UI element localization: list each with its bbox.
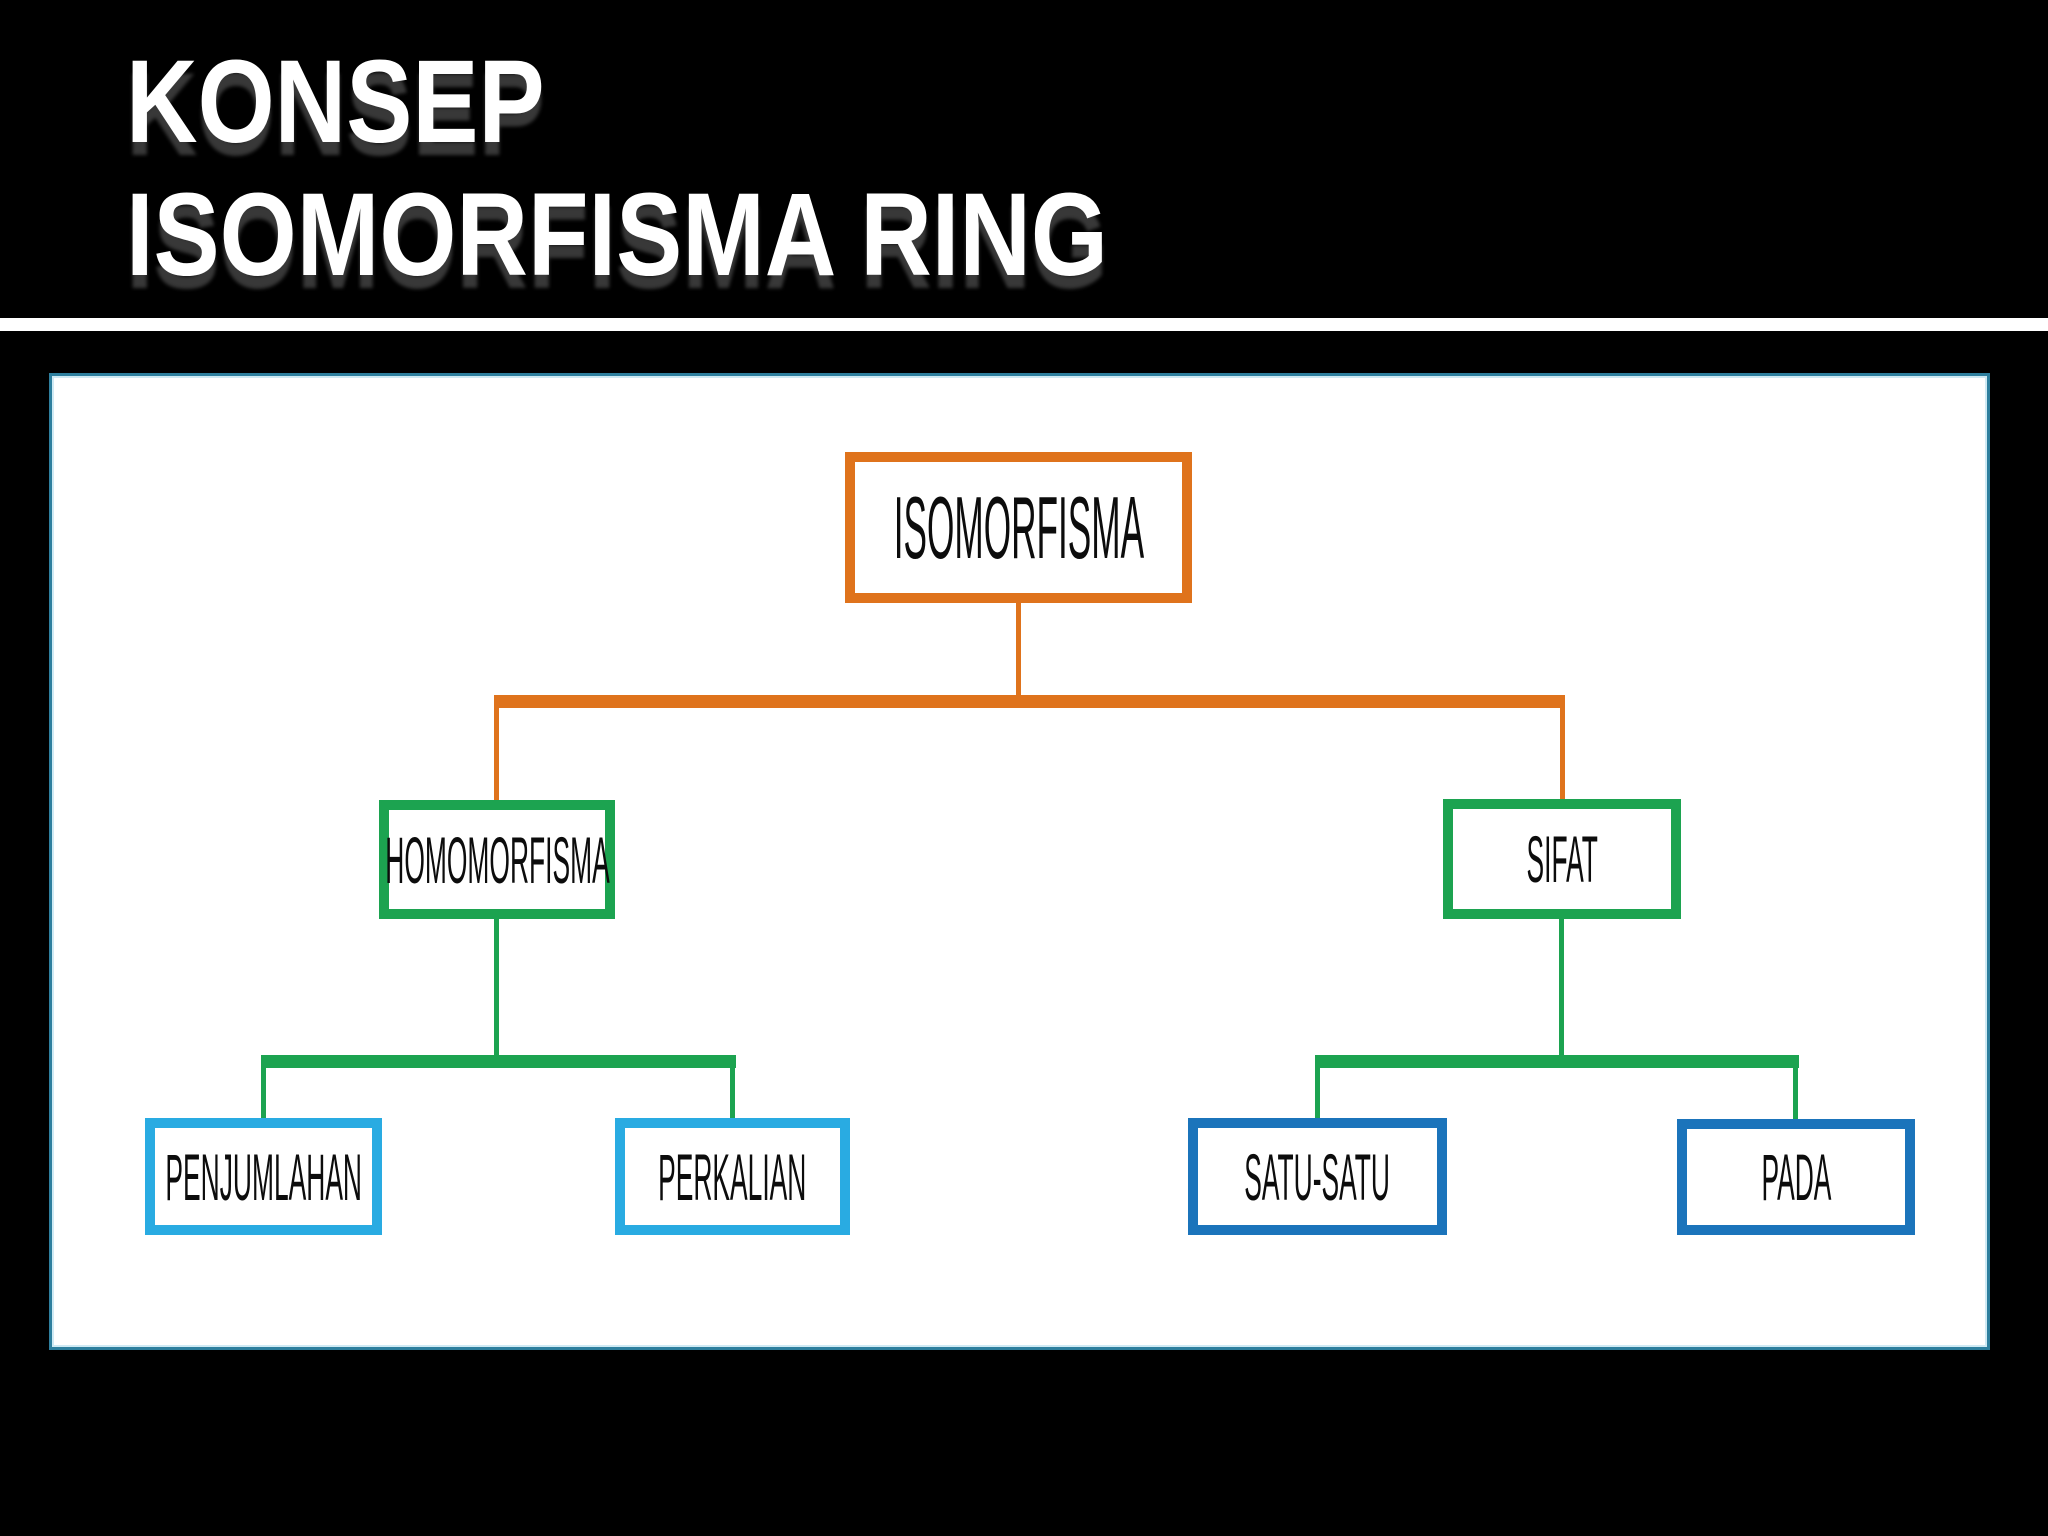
node-satu-satu-label: SATU-SATU [1244, 1139, 1391, 1214]
title-line-2: ISOMORFISMA RING [126, 169, 1109, 302]
node-isomorfisma: ISOMORFISMA [845, 452, 1192, 603]
node-perkalian-label: PERKALIAN [658, 1139, 807, 1214]
connector-root-to-sifat [1560, 700, 1565, 803]
slide-title: KONSEP ISOMORFISMA RING [126, 36, 1295, 303]
node-penjumlahan: PENJUMLAHAN [145, 1118, 382, 1235]
connector-sifat-bar [1315, 1055, 1799, 1068]
node-isomorfisma-label: ISOMORFISMA [893, 477, 1144, 577]
title-line-1-wrap: KONSEP [126, 36, 1295, 169]
title-line-1: KONSEP [126, 36, 545, 168]
title-line-2-wrap: ISOMORFISMA RING [126, 169, 1295, 302]
connector-sifat-stem [1559, 915, 1564, 1061]
node-penjumlahan-label: PENJUMLAHAN [165, 1139, 362, 1214]
node-homomorfisma: HOMOMORFISMA [379, 800, 615, 919]
connector-to-pada [1793, 1060, 1798, 1122]
node-homomorfisma-label: HOMOMORFISMA [384, 822, 610, 897]
node-perkalian: PERKALIAN [615, 1118, 850, 1235]
node-pada: PADA [1677, 1119, 1915, 1235]
connector-to-penjumlahan [261, 1060, 266, 1122]
connector-to-satu-satu [1315, 1060, 1320, 1122]
node-sifat-label: SIFAT [1526, 822, 1598, 896]
connector-root-stem [1016, 600, 1021, 700]
node-satu-satu: SATU-SATU [1188, 1118, 1447, 1235]
connector-to-perkalian [730, 1060, 735, 1122]
node-sifat: SIFAT [1443, 799, 1681, 919]
connector-homomorfisma-stem [494, 915, 499, 1061]
connector-root-bar [494, 695, 1565, 708]
connector-root-to-homomorfisma [494, 700, 499, 804]
node-pada-label: PADA [1761, 1140, 1831, 1214]
connector-homomorfisma-bar [261, 1055, 736, 1068]
separator-line [0, 318, 2048, 331]
